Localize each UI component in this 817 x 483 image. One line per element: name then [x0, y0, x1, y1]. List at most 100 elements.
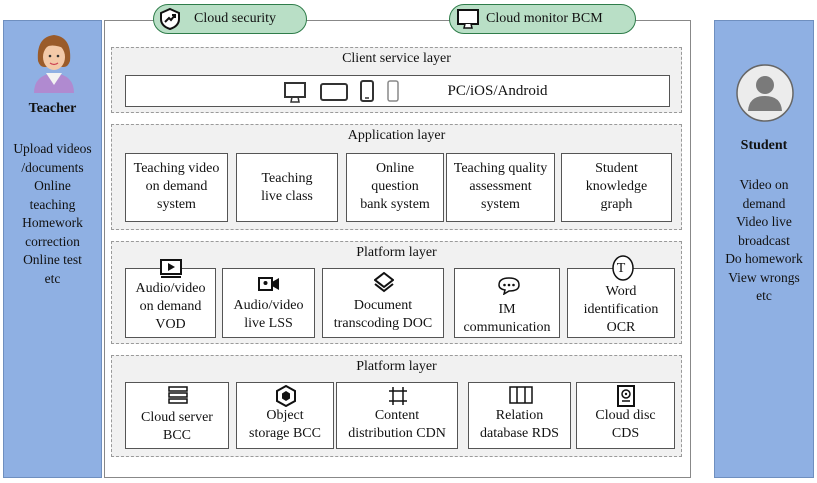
- cloud-monitor-tag: Cloud monitor BCM: [449, 4, 636, 34]
- student-description: Video on demand Video live broadcast Do …: [715, 176, 813, 306]
- teacher-line: teaching: [29, 196, 76, 212]
- service-line: on demand: [139, 299, 202, 314]
- teacher-description: Upload videos /documents Online teaching…: [4, 140, 101, 288]
- teacher-line: /documents: [21, 159, 84, 175]
- cloud-disc-icon: [617, 385, 635, 407]
- app-item-line: graph: [600, 197, 633, 212]
- video-player-icon: [160, 259, 182, 278]
- student-line: broadcast: [738, 232, 790, 248]
- layer-title: Application layer: [347, 128, 446, 143]
- phone-icon: [360, 80, 374, 102]
- service-line: BCC: [162, 428, 191, 443]
- student-line: demand: [742, 195, 786, 211]
- app-item-line: system: [157, 197, 196, 212]
- service-line: identification: [583, 302, 659, 317]
- text-recognition-icon: [612, 255, 634, 281]
- service-line: storage BCC: [249, 426, 321, 441]
- service-line: Object: [266, 408, 304, 423]
- teacher-line: etc: [44, 270, 61, 286]
- service-line: OCR: [606, 320, 636, 335]
- teacher-panel: Teacher Upload videos /documents Online …: [3, 20, 102, 478]
- application-layer: Application layer Teaching video on deman…: [111, 124, 682, 230]
- document-layers-icon: [374, 272, 394, 293]
- teacher-line: Online test: [23, 252, 82, 267]
- database-table-icon: [509, 386, 533, 404]
- devices-label: PC/iOS/Android: [447, 83, 548, 99]
- student-line: Do homework: [725, 251, 803, 266]
- teacher-title: Teacher: [28, 101, 77, 116]
- student-title: Student: [740, 138, 788, 153]
- app-item-line: Teaching: [261, 171, 313, 186]
- teacher-avatar-icon: [34, 35, 74, 93]
- service-line: database RDS: [480, 426, 559, 441]
- android-phone-icon: [387, 80, 399, 102]
- storage-cube-icon: [276, 385, 296, 407]
- service-line: Audio/video: [233, 298, 304, 313]
- cloud-security-tag: Cloud security: [153, 4, 307, 34]
- ocr-icon-letter: T: [616, 261, 626, 276]
- teacher-line: Online: [34, 178, 71, 193]
- app-item-line: on demand: [145, 179, 208, 194]
- layer-title: Client service layer: [342, 51, 451, 66]
- layer-title: Platform layer: [356, 245, 437, 260]
- service-line: Content: [374, 408, 420, 423]
- app-item-line: live class: [261, 189, 313, 204]
- app-item-line: Online: [375, 161, 415, 176]
- service-line: Cloud server: [141, 410, 213, 425]
- teacher-line: Homework: [22, 215, 83, 230]
- infra-service-rds: Relation database RDS: [468, 382, 571, 449]
- app-item: Teaching live class: [236, 153, 338, 222]
- app-item-line: bank system: [360, 197, 430, 212]
- student-line: Video live: [736, 214, 792, 229]
- service-line: distribution CDN: [348, 426, 446, 441]
- platform-service-lss: Audio/video live LSS: [222, 268, 315, 338]
- service-line: Document: [353, 298, 413, 313]
- student-line: View wrongs: [728, 269, 800, 285]
- app-item-line: Teaching video: [133, 161, 220, 176]
- app-item-line: knowledge: [585, 179, 648, 194]
- chat-bubble-icon: [498, 277, 520, 295]
- app-item: Online question bank system: [346, 153, 444, 222]
- teacher-line: correction: [25, 233, 80, 249]
- monitor-icon: [457, 9, 479, 29]
- student-line: Video on: [739, 177, 789, 192]
- service-line: Cloud disc: [595, 408, 656, 423]
- student-panel: Student Video on demand Video live broad…: [714, 20, 814, 478]
- cloud-monitor-label: Cloud monitor BCM: [486, 11, 603, 26]
- desktop-icon: [284, 82, 306, 103]
- teacher-line: Upload videos: [13, 141, 92, 156]
- service-line: communication: [463, 320, 551, 335]
- layer-title: Platform layer: [356, 359, 437, 374]
- service-line: CDS: [611, 426, 640, 441]
- network-nodes-icon: [389, 387, 407, 405]
- app-item-line: question: [371, 179, 419, 194]
- client-devices-box: PC/iOS/Android: [125, 75, 670, 107]
- service-line: Audio/video: [135, 281, 206, 296]
- service-line: Relation: [495, 408, 544, 423]
- app-item: Student knowledge graph: [561, 153, 672, 222]
- cloud-security-label: Cloud security: [194, 11, 277, 26]
- app-item-line: Student: [595, 161, 638, 176]
- student-avatar-icon: [736, 64, 794, 122]
- service-line: live LSS: [244, 316, 293, 331]
- infra-service-object-storage: Object storage BCC: [236, 382, 334, 449]
- infra-service-cdn: Content distribution CDN: [336, 382, 458, 449]
- tablet-icon: [320, 83, 348, 101]
- live-camera-icon: [258, 277, 279, 291]
- client-service-layer: Client service layer PC/iOS/Android: [111, 47, 682, 113]
- student-line: etc: [756, 288, 772, 303]
- service-line: VOD: [155, 317, 186, 332]
- app-item: Teaching video on demand system: [125, 153, 228, 222]
- shield-icon: [160, 7, 180, 31]
- app-item-line: system: [481, 197, 520, 212]
- server-icon: [168, 386, 188, 404]
- service-line: Word: [605, 284, 637, 299]
- app-item-line: assessment: [469, 179, 532, 194]
